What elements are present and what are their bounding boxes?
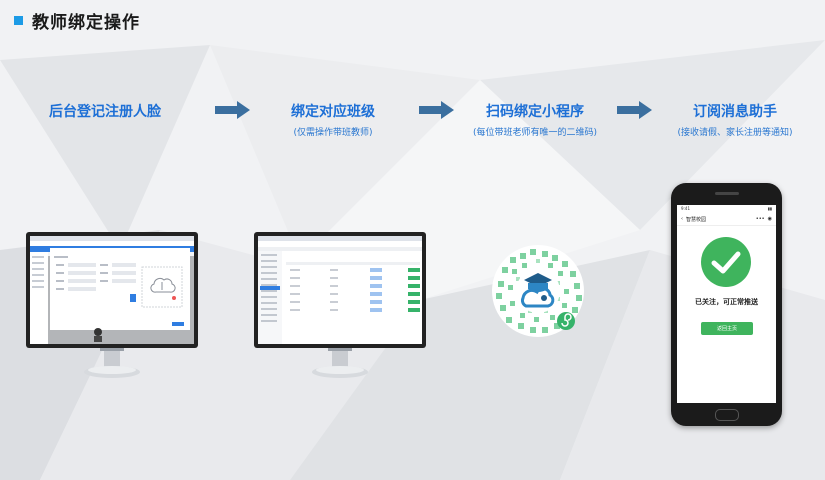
page-title: 教师绑定操作 [32, 13, 140, 33]
monitor-class-binding [254, 232, 426, 378]
return-home-button[interactable]: 返回主页 [701, 322, 753, 335]
step-2: 绑定对应班级 (仅需操作带班教师) [268, 101, 398, 138]
title-marker [14, 16, 23, 25]
success-message: 已关注，可正常推送 [695, 298, 758, 306]
miniprogram-qr-code [492, 245, 584, 337]
success-badge [701, 237, 751, 287]
phone-screen: 9:41 ▮▮ ‹ 智慧校园 ••• ◉ 已关注，可正常推送 返回主页 [677, 205, 776, 403]
check-icon [711, 251, 741, 274]
cloud-upload-icon [150, 277, 176, 293]
back-icon[interactable]: ‹ [681, 216, 683, 222]
monitor-face-registration [26, 232, 198, 378]
step-subtitle: (仅需操作带班教师) [293, 128, 373, 138]
step-3: 扫码绑定小程序 (每位带班老师有唯一的二维码) [455, 101, 615, 138]
home-button[interactable] [715, 409, 739, 421]
status-time: 9:41 [681, 206, 690, 211]
step-subtitle: (每位带班老师有唯一的二维码) [472, 128, 598, 138]
step-title: 订阅消息助手 [693, 104, 777, 120]
step-1: 后台登记注册人脸 [30, 101, 180, 121]
arrow-right-icon [617, 101, 652, 119]
page-header: 教师绑定操作 [14, 8, 140, 33]
phone-earpiece [715, 192, 739, 195]
phone-mockup: 9:41 ▮▮ ‹ 智慧校园 ••• ◉ 已关注，可正常推送 返回主页 [671, 183, 782, 426]
step-subtitle: (接收请假、家长注册等通知) [677, 128, 793, 138]
phone-nav-bar: ‹ 智慧校园 ••• ◉ [677, 213, 776, 226]
step-title: 绑定对应班级 [291, 104, 375, 120]
arrow-right-icon [419, 101, 454, 119]
arrow-right-icon [215, 101, 250, 119]
status-bar: 9:41 ▮▮ [677, 205, 776, 213]
miniprogram-icon [557, 312, 575, 330]
nav-title: 智慧校园 [686, 216, 707, 223]
battery-icon: ▮▮ [767, 206, 772, 211]
step-title: 扫码绑定小程序 [486, 104, 584, 120]
graduation-cap-icon [520, 273, 555, 308]
more-icon[interactable]: ••• [755, 216, 765, 222]
target-icon[interactable]: ◉ [767, 216, 772, 222]
step-4: 订阅消息助手 (接收请假、家长注册等通知) [660, 101, 810, 138]
step-title: 后台登记注册人脸 [49, 104, 161, 120]
